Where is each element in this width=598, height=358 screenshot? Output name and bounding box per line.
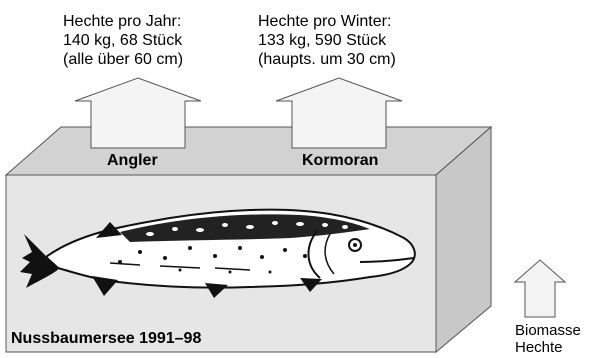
- lake-title: Nussbaumersee 1991–98: [11, 329, 201, 348]
- cormorant-arrow-icon: [276, 78, 402, 148]
- cormorant-caption-line-3: (haupts. um 30 cm): [258, 50, 396, 69]
- lake-box-top: [6, 127, 491, 175]
- cormorant-caption-line-1: Hechte pro Winter:: [258, 12, 396, 31]
- cormorant-label: Kormoran: [302, 151, 378, 170]
- legend-arrow-icon: [515, 260, 565, 317]
- angler-caption-line-1: Hechte pro Jahr:: [63, 12, 183, 31]
- angler-caption-line-2: 140 kg, 68 Stück: [63, 31, 183, 50]
- angler-label: Angler: [107, 151, 158, 170]
- cormorant-caption-line-2: 133 kg, 590 Stück: [258, 31, 396, 50]
- legend-label: Biomasse Hechte: [515, 322, 581, 356]
- cormorant-caption: Hechte pro Winter: 133 kg, 590 Stück (ha…: [258, 12, 396, 69]
- legend-line-2: Hechte: [515, 339, 581, 356]
- angler-caption: Hechte pro Jahr: 140 kg, 68 Stück (alle …: [63, 12, 183, 69]
- angler-arrow-icon: [75, 78, 201, 148]
- angler-caption-line-3: (alle über 60 cm): [63, 50, 183, 69]
- legend-line-1: Biomasse: [515, 322, 581, 339]
